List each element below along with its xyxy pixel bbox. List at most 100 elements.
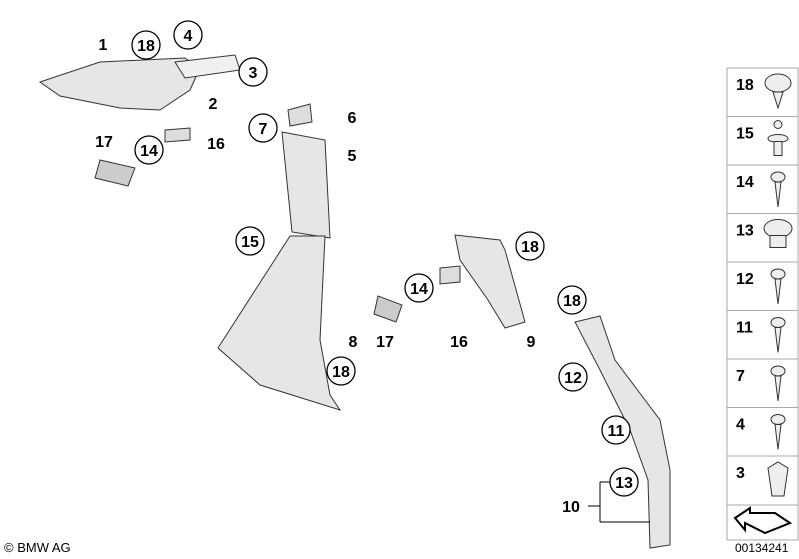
legend-item-12: 12	[727, 261, 798, 305]
callout-label: 6	[348, 110, 357, 127]
callout-label: 9	[527, 334, 536, 351]
callout-8: 8	[349, 334, 358, 351]
callout-13: 13	[609, 467, 639, 497]
legend-label: 14	[736, 174, 754, 191]
part-16-bracket-2	[439, 265, 461, 285]
callout-5: 5	[348, 148, 357, 165]
callout-2: 2	[209, 96, 218, 113]
callout-label: 4	[184, 28, 193, 45]
screw-icon	[770, 171, 786, 208]
fastener-legend: 18 15 14 13 12 11 7 4 3	[726, 67, 799, 541]
callout-17: 17	[376, 334, 394, 351]
callout-label: 7	[259, 121, 268, 138]
callout-circle	[235, 226, 265, 256]
callout-label: 14	[410, 281, 428, 298]
legend-item-15: 15	[727, 116, 798, 156]
legend-item-11: 11	[727, 310, 798, 353]
legend-item-7: 7	[727, 358, 798, 402]
callout-label: 16	[450, 334, 468, 351]
callout-bracket	[588, 481, 650, 523]
callout-18: 18	[131, 30, 161, 60]
callout-circle	[404, 273, 434, 303]
callout-circle	[173, 20, 203, 50]
legend-item-13: 13	[727, 213, 798, 248]
legend-label: 13	[736, 223, 754, 240]
callout-label: 12	[564, 370, 582, 387]
screw-icon	[770, 414, 786, 450]
callout-9: 9	[527, 334, 536, 351]
callout-circle	[238, 57, 268, 87]
screw-icon	[770, 317, 786, 353]
callout-16: 16	[450, 334, 468, 351]
callout-label: 18	[332, 364, 350, 381]
legend-item-4: 4	[727, 407, 798, 450]
callout-10: 10	[562, 499, 580, 516]
callout-label: 1	[99, 37, 108, 54]
arrow-icon	[727, 504, 798, 535]
callout-label: 8	[349, 334, 358, 351]
part-8-b-pillar-lower	[217, 235, 342, 411]
copyright: © BMW AG	[4, 540, 71, 555]
legend-label: 4	[736, 417, 745, 434]
part-1-a-pillar-upper	[38, 57, 201, 111]
screw-icon	[770, 268, 786, 305]
legend-label: 15	[736, 126, 754, 143]
callout-11: 11	[601, 415, 631, 445]
legend-label: 3	[736, 465, 745, 482]
callout-18: 18	[515, 231, 545, 261]
callout-7: 7	[248, 113, 278, 143]
diagram-number: 00134241	[735, 541, 789, 555]
part-16-bracket	[164, 127, 191, 143]
callout-label: 17	[376, 334, 394, 351]
callout-label: 11	[608, 423, 625, 440]
callout-12: 12	[558, 362, 588, 392]
callout-label: 18	[521, 239, 539, 256]
clip-icon	[764, 73, 792, 110]
legend-label: 11	[736, 320, 753, 337]
legend-item-14: 14	[727, 164, 798, 208]
part-17-cover-2	[373, 295, 403, 323]
callout-18: 18	[557, 285, 587, 315]
legend-label: 7	[736, 368, 745, 385]
legend-item-3: 3	[727, 455, 798, 497]
callout-1: 1	[99, 37, 108, 54]
callout-circle	[515, 231, 545, 261]
legend-label: 12	[736, 271, 754, 288]
callout-18: 18	[326, 356, 356, 386]
callout-6: 6	[348, 110, 357, 127]
screw-icon	[770, 365, 786, 402]
legend-frame	[726, 67, 799, 541]
callout-label: 2	[209, 96, 218, 113]
callout-17: 17	[95, 134, 113, 151]
callouts: 1 18 4 3 2 7 6 5 17 14 16 15 18 14 17 16 9 8 18 18 12 11 13 10	[95, 20, 650, 523]
callout-circle	[248, 113, 278, 143]
callout-4: 4	[173, 20, 203, 50]
part-17-cover	[94, 159, 136, 187]
legend-item-18: 18	[736, 73, 792, 110]
part-6-clip	[287, 103, 313, 127]
callout-label: 17	[95, 134, 113, 151]
callout-16: 16	[207, 136, 225, 153]
callout-label: 13	[615, 475, 633, 492]
parts-drawings	[38, 54, 671, 549]
part-9-c-pillar	[454, 234, 526, 329]
nut-clip-icon	[767, 461, 789, 497]
callout-label: 10	[562, 499, 580, 516]
callout-label: 18	[563, 293, 581, 310]
grommet-icon	[763, 219, 793, 248]
callout-circle	[558, 362, 588, 392]
callout-label: 15	[241, 234, 259, 251]
callout-14: 14	[134, 135, 164, 165]
callout-circle	[326, 356, 356, 386]
callout-circle	[134, 135, 164, 165]
callout-3: 3	[238, 57, 268, 87]
callout-label: 5	[348, 148, 357, 165]
part-10-d-pillar	[574, 315, 671, 549]
callout-label: 16	[207, 136, 225, 153]
callout-15: 15	[235, 226, 265, 256]
callout-circle	[557, 285, 587, 315]
callout-label: 18	[137, 38, 155, 55]
callout-14: 14	[404, 273, 434, 303]
callout-circle	[131, 30, 161, 60]
